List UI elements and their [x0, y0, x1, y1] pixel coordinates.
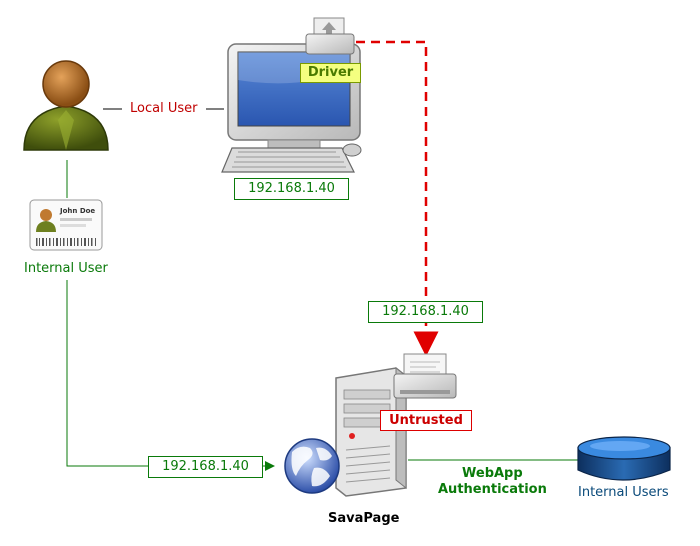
printer-icon — [305, 17, 355, 55]
local-user-label: Local User — [130, 101, 198, 116]
webapp-auth-line1: WebApp — [462, 466, 523, 481]
webapp-auth-line2: Authentication — [438, 482, 547, 497]
untrusted-badge: Untrusted — [380, 410, 472, 431]
internal-path-ip: 192.168.1.40 — [148, 456, 263, 478]
internal-user-label: Internal User — [24, 261, 108, 276]
savapage-label: SavaPage — [328, 511, 400, 526]
workstation-ip: 192.168.1.40 — [234, 178, 349, 200]
printer-icon — [393, 353, 457, 399]
internal-users-label: Internal Users — [578, 485, 669, 500]
untrusted-dashed-path — [356, 40, 439, 357]
user-icon — [23, 60, 109, 151]
globe-icon — [284, 438, 340, 494]
internal-user-path — [66, 280, 275, 471]
database-icon — [577, 436, 671, 481]
id-card-icon — [29, 199, 103, 251]
id-card-name: John Doe — [60, 207, 96, 215]
dashed-path-ip: 192.168.1.40 — [368, 301, 483, 323]
driver-badge: Driver — [300, 63, 361, 83]
